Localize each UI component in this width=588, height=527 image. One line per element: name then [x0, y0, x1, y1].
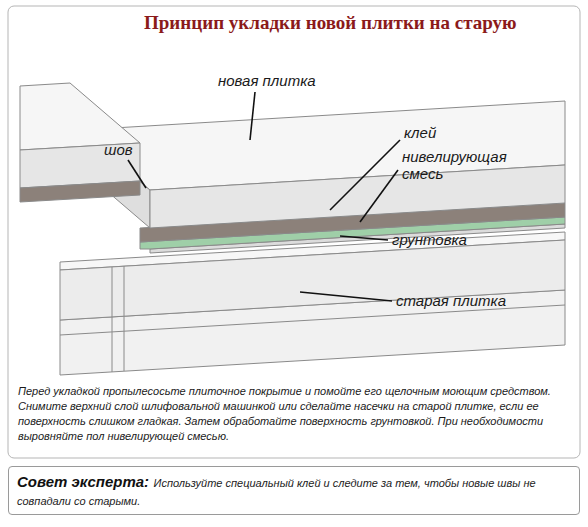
- diagram-title: Принцип укладки новой плитки на старую: [144, 12, 517, 34]
- part-label: нивелирующая смесь: [402, 148, 520, 182]
- advice-heading: Совет эксперта:: [17, 473, 149, 490]
- part-label: клей: [404, 124, 436, 141]
- note-text: Перед укладкой пропылесосьте плиточное п…: [18, 384, 570, 444]
- outer-frame: [8, 6, 580, 458]
- part-label: грунтовка: [392, 231, 467, 248]
- part-label: новая плитка: [218, 72, 316, 89]
- advice-box: Совет эксперта: Используйте специальный …: [8, 466, 580, 515]
- leader-lines: [128, 92, 400, 301]
- part-label: шов: [104, 141, 133, 158]
- part-label: старая плитка: [396, 292, 506, 309]
- layers: [20, 83, 565, 375]
